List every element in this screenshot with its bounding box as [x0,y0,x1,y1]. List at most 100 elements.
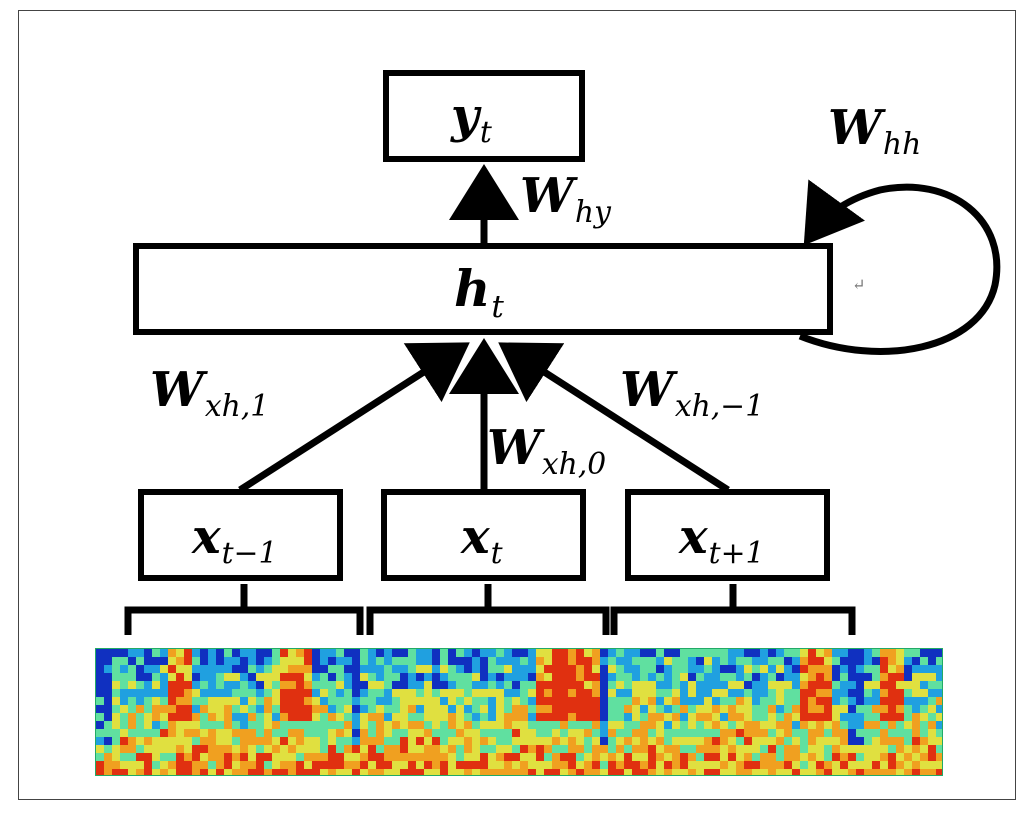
spectrogram-cell [160,761,168,769]
spectrogram-cell [232,681,240,689]
spectrogram-cell [368,729,376,737]
spectrogram-cell [744,665,752,673]
spectrogram-cell [864,737,872,745]
spectrogram-cell [544,665,552,673]
return-mark: ↵ [852,275,866,294]
spectrogram-cell [712,649,720,657]
spectrogram-cell [136,737,144,745]
spectrogram-cell [144,649,152,657]
spectrogram-cell [688,729,696,737]
spectrogram-cell [616,729,624,737]
spectrogram-cell [840,649,848,657]
spectrogram-cell [648,657,656,665]
spectrogram-cell [840,689,848,697]
spectrogram-cell [368,705,376,713]
spectrogram-cell [920,681,928,689]
spectrogram-cell [328,681,336,689]
spectrogram-cell [600,665,608,673]
spectrogram-cell [184,721,192,729]
spectrogram-cell [360,729,368,737]
spectrogram-cell [384,745,392,753]
spectrogram-cell [400,761,408,769]
spectrogram-cell [128,729,136,737]
spectrogram-cell [312,697,320,705]
spectrogram-cell [728,673,736,681]
spectrogram-cell [872,705,880,713]
spectrogram-cell [608,689,616,697]
spectrogram-cell [784,761,792,769]
spectrogram-cell [912,657,920,665]
weight-label-xhm1: Wxh,−1 [620,362,765,425]
spectrogram-cell [848,665,856,673]
spectrogram-cell [176,737,184,745]
spectrogram-cell [312,729,320,737]
spectrogram-cell [648,705,656,713]
spectrogram-cell [704,737,712,745]
input-node-label: xt+1 [679,509,765,572]
spectrogram-cell [320,649,328,657]
spectrogram-cell [424,713,432,721]
spectrogram-cell [216,673,224,681]
spectrogram-cell [632,665,640,673]
spectrogram-cell [464,697,472,705]
spectrogram-cell [632,705,640,713]
spectrogram-cell [704,673,712,681]
spectrogram-cell [312,761,320,769]
spectrogram-cell [896,745,904,753]
spectrogram-cell [312,689,320,697]
spectrogram-cell [752,753,760,761]
spectrogram-cell [712,737,720,745]
spectrogram-cell [216,761,224,769]
spectrogram-cell [800,705,808,713]
spectrogram-cell [280,705,288,713]
spectrogram-cell [856,745,864,753]
spectrogram-cell [120,649,128,657]
spectrogram-cell [824,657,832,665]
spectrogram-cell [576,657,584,665]
spectrogram-cell [600,721,608,729]
spectrogram-cell [240,697,248,705]
spectrogram-cell [496,769,504,775]
spectrogram-cell [192,705,200,713]
spectrogram-cell [192,729,200,737]
spectrogram-cell [720,689,728,697]
spectrogram-cell [136,705,144,713]
spectrogram-cell [928,729,936,737]
spectrogram-cell [472,697,480,705]
spectrogram-cell [560,753,568,761]
spectrogram-cell [272,697,280,705]
spectrogram-cell [560,673,568,681]
spectrogram-cell [696,769,704,775]
spectrogram-cell [696,713,704,721]
spectrogram-cell [384,761,392,769]
spectrogram-cell [336,769,344,775]
spectrogram-cell [504,769,512,775]
spectrogram-cell [376,769,384,775]
spectrogram-cell [848,745,856,753]
spectrogram-cell [368,673,376,681]
spectrogram-cell [576,729,584,737]
spectrogram-cell [728,761,736,769]
spectrogram-cell [808,681,816,689]
spectrogram-cell [280,681,288,689]
spectrogram-cell [168,753,176,761]
spectrogram-cell [128,721,136,729]
spectrogram-cell [576,689,584,697]
spectrogram-cell [208,753,216,761]
spectrogram-cell [904,753,912,761]
spectrogram-cell [696,665,704,673]
spectrogram-cell [344,689,352,697]
spectrogram-cell [384,697,392,705]
spectrogram-cell [352,721,360,729]
bracket-right [610,584,856,635]
spectrogram-cell [240,681,248,689]
spectrogram-cell [512,673,520,681]
spectrogram-cell [904,649,912,657]
spectrogram-cell [600,737,608,745]
spectrogram-cell [928,761,936,769]
spectrogram-cell [624,729,632,737]
spectrogram-cell [872,753,880,761]
spectrogram-cell [824,769,832,775]
spectrogram-cell [616,769,624,775]
spectrogram-cell [224,713,232,721]
